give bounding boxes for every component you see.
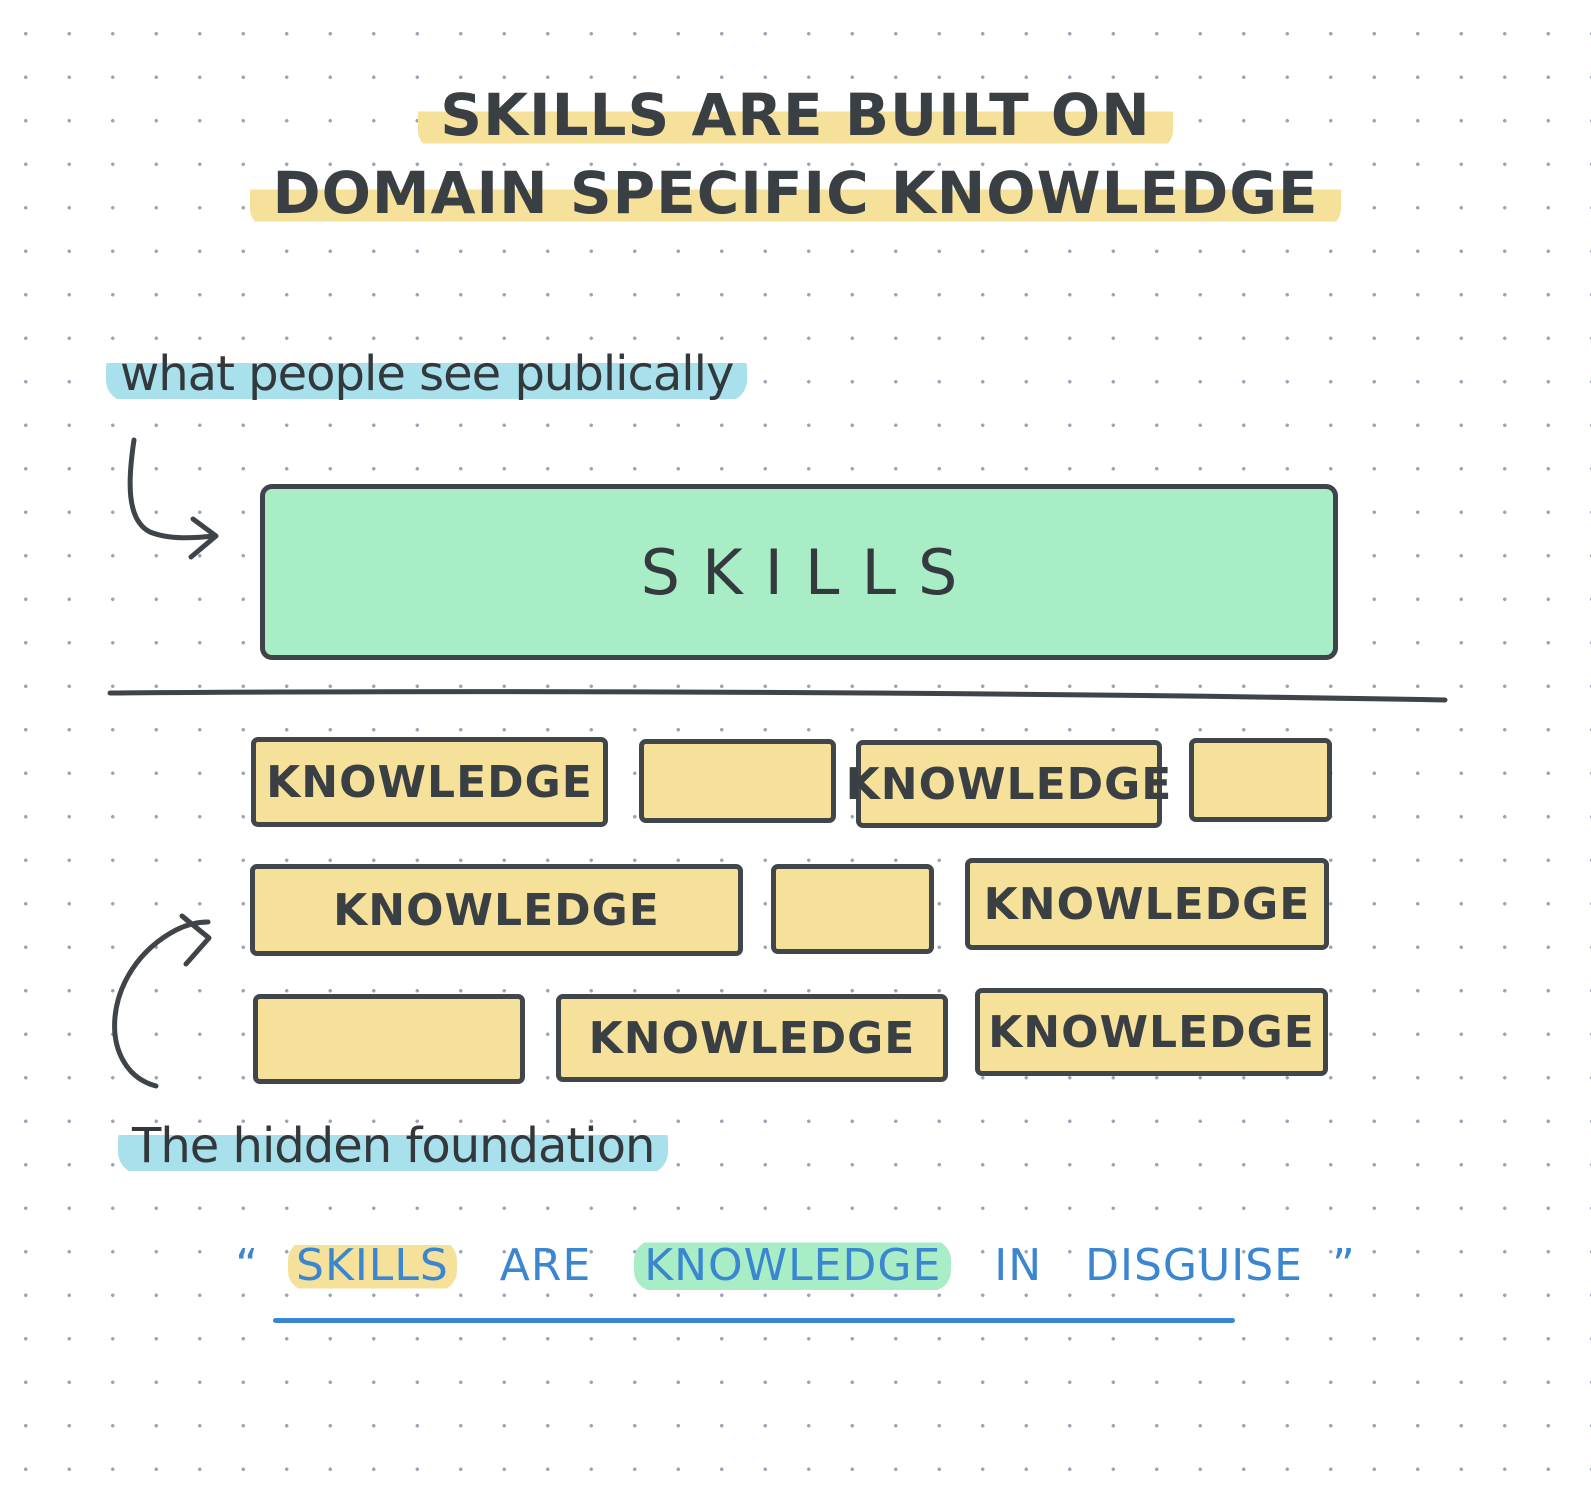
knowledge-brick: KNOWLEDGE xyxy=(556,994,948,1082)
quote-word-are: ARE xyxy=(499,1240,592,1291)
arrow-curve-up-head xyxy=(179,913,212,967)
knowledge-brick-blank xyxy=(253,994,525,1084)
title-line-2-text: DOMAIN SPECIFIC KNOWLEDGE xyxy=(250,159,1341,227)
quote-open-mark: “ xyxy=(235,1240,260,1291)
knowledge-brick: KNOWLEDGE xyxy=(846,740,1171,828)
knowledge-brick-label: KNOWLEDGE xyxy=(845,758,1173,810)
quote-word-in: IN xyxy=(994,1240,1043,1291)
knowledge-brick: KNOWLEDGE xyxy=(975,988,1328,1076)
title-line-2: DOMAIN SPECIFIC KNOWLEDGE xyxy=(0,159,1591,227)
knowledge-brick-blank xyxy=(771,864,934,954)
arrow-down-right-icon xyxy=(127,437,217,541)
skills-label: SKILLS xyxy=(640,535,980,609)
ground-divider-line xyxy=(107,689,1448,703)
knowledge-brick-label: KNOWLEDGE xyxy=(983,878,1311,930)
annotation-hidden: The hidden foundation xyxy=(118,1118,669,1174)
knowledge-brick: KNOWLEDGE xyxy=(251,737,608,827)
quote-word-knowledge: KNOWLEDGE xyxy=(634,1240,952,1291)
title-line-1: SKILLS ARE BUILT ON xyxy=(0,81,1591,149)
knowledge-brick-blank xyxy=(639,739,836,823)
annotation-public-text: what people see publically xyxy=(106,346,748,402)
quote-word-skills: SKILLS xyxy=(288,1240,457,1291)
knowledge-brick: KNOWLEDGE xyxy=(965,858,1329,950)
knowledge-brick: KNOWLEDGE xyxy=(250,864,743,956)
knowledge-brick-label: KNOWLEDGE xyxy=(333,884,660,936)
knowledge-brick-label: KNOWLEDGE xyxy=(266,756,593,808)
quote-close-mark: ” xyxy=(1331,1240,1356,1291)
title-line-1-text: SKILLS ARE BUILT ON xyxy=(418,81,1173,149)
knowledge-brick-label: KNOWLEDGE xyxy=(988,1006,1315,1058)
knowledge-brick-blank xyxy=(1189,738,1332,822)
quote-word-disguise: DISGUISE xyxy=(1085,1240,1303,1291)
annotation-public: what people see publically xyxy=(106,346,748,402)
annotation-hidden-text: The hidden foundation xyxy=(118,1118,669,1174)
skills-box: SKILLS xyxy=(260,484,1338,660)
quote-underline xyxy=(273,1318,1235,1323)
knowledge-brick-label: KNOWLEDGE xyxy=(588,1012,916,1064)
quote: “ SKILLS ARE KNOWLEDGE IN DISGUISE ” xyxy=(0,1240,1591,1291)
arrow-down-right-head xyxy=(188,516,219,560)
arrow-curve-up-icon xyxy=(112,919,211,1089)
